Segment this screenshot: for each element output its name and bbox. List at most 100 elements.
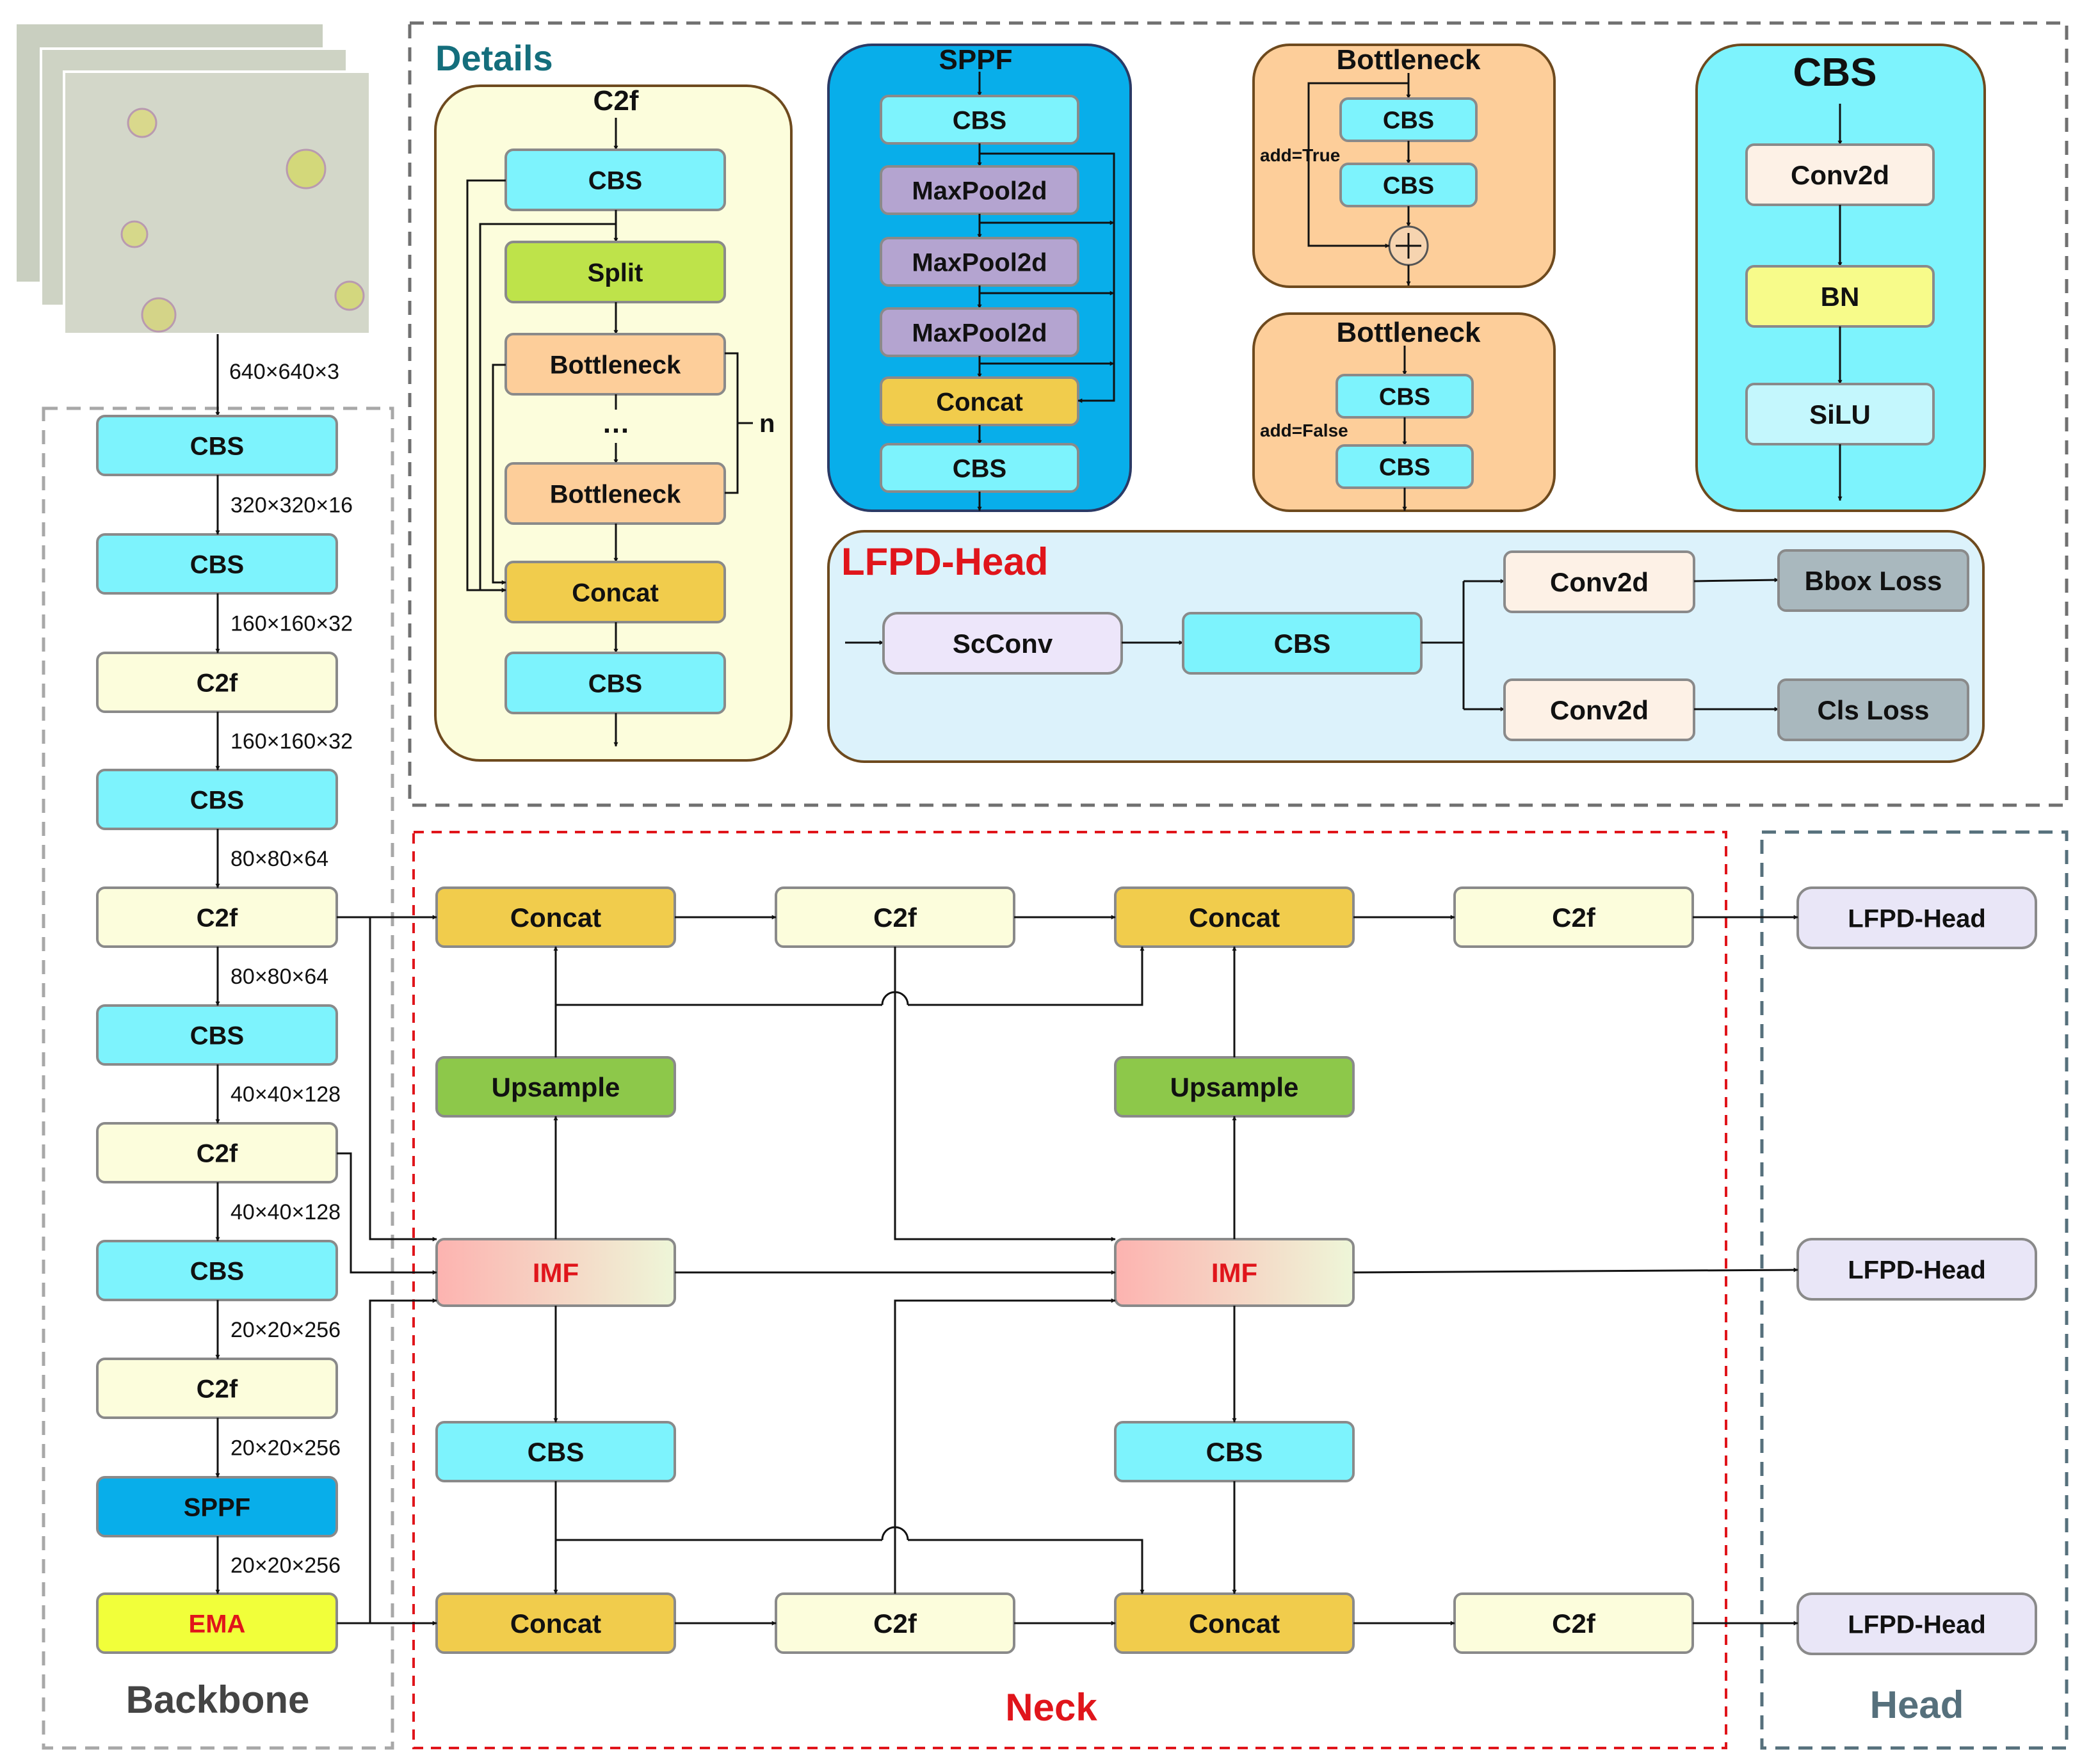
- sppf-detail-maxpool-2: MaxPool2d: [880, 237, 1079, 287]
- neck-c2f-top-2: C2f: [1453, 886, 1694, 948]
- svg-text:Conv2d: Conv2d: [1550, 695, 1649, 725]
- svg-text:CBS: CBS: [953, 454, 1006, 483]
- backbone-block-sppf-9: SPPF: [96, 1476, 338, 1537]
- svg-text:CBS: CBS: [1383, 173, 1434, 200]
- head-lfpd-2: LFPD-Head: [1796, 1592, 2037, 1655]
- c2f-detail-dots: …: [602, 408, 630, 439]
- svg-text:CBS: CBS: [1206, 1437, 1263, 1467]
- svg-text:Upsample: Upsample: [492, 1072, 620, 1102]
- details-label: Details: [435, 38, 553, 78]
- svg-text:ScConv: ScConv: [953, 629, 1053, 659]
- svg-text:Cls Loss: Cls Loss: [1817, 695, 1929, 725]
- bottleneck-false-cbs-2: CBS: [1336, 444, 1474, 489]
- neck-imf-1: IMF: [435, 1238, 676, 1307]
- bottleneck-true-cbs-2: CBS: [1339, 163, 1478, 207]
- bottleneck-false-add: add=False: [1260, 421, 1348, 440]
- bottleneck-true-cbs-1: CBS: [1339, 97, 1478, 142]
- c2f-detail-cbs-2: CBS: [504, 652, 726, 714]
- svg-text:Conv2d: Conv2d: [1550, 567, 1649, 597]
- svg-text:CBS: CBS: [1379, 384, 1430, 411]
- c2f-detail-bottleneck-2: Bottleneck: [504, 462, 726, 525]
- svg-text:Bottleneck: Bottleneck: [550, 480, 681, 508]
- connector: [980, 152, 1115, 403]
- svg-text:IMF: IMF: [533, 1258, 579, 1288]
- svg-text:Concat: Concat: [572, 579, 659, 607]
- cbs-detail-bn: BN: [1745, 265, 1935, 328]
- connector: [492, 364, 506, 585]
- bottleneck-false-cbs-1: CBS: [1336, 374, 1474, 419]
- lfpd-head-cls-loss: Cls Loss: [1777, 678, 1969, 741]
- backbone-block-cbs-1: CBS: [96, 533, 338, 595]
- svg-text:SPPF: SPPF: [184, 1493, 250, 1521]
- backbone-dim-1: 160×160×32: [230, 612, 353, 636]
- c2f-detail-split: Split: [504, 241, 726, 303]
- backbone-block-c2f-8: C2f: [96, 1358, 338, 1419]
- connector: [1307, 82, 1408, 248]
- c2f-detail-concat: Concat: [504, 561, 726, 623]
- svg-text:Concat: Concat: [1189, 1608, 1280, 1639]
- svg-text:Concat: Concat: [1189, 902, 1280, 933]
- sppf-detail-concat: Concat: [880, 376, 1079, 426]
- backbone-dim-2: 160×160×32: [230, 730, 353, 754]
- lfpd-head-cbs: CBS: [1182, 612, 1423, 675]
- neck-cbs-1: CBS: [435, 1421, 676, 1482]
- svg-text:LFPD-Head: LFPD-Head: [1848, 1610, 1986, 1639]
- cbs-detail-conv2d: Conv2d: [1745, 143, 1935, 206]
- connector: [908, 946, 1145, 1006]
- svg-text:LFPD-Head: LFPD-Head: [1848, 1256, 1986, 1284]
- backbone-dim-6: 40×40×128: [230, 1200, 341, 1224]
- backbone-dim-8: 20×20×256: [230, 1436, 341, 1461]
- connector: [1353, 1267, 1798, 1274]
- head-label: Head: [1870, 1683, 1964, 1726]
- lfpd-head-bbox-loss: Bbox Loss: [1777, 549, 1969, 612]
- lfpd-head-detail-title: LFPD-Head: [841, 540, 1048, 583]
- svg-text:C2f: C2f: [197, 1139, 238, 1167]
- backbone-block-c2f-2: C2f: [96, 652, 338, 713]
- backbone-dim-3: 80×80×64: [230, 847, 328, 871]
- head-lfpd-0: LFPD-Head: [1796, 886, 2037, 949]
- backbone-block-cbs-7: CBS: [96, 1240, 338, 1301]
- svg-text:CBS: CBS: [953, 106, 1006, 134]
- connector: [369, 1298, 437, 1623]
- backbone-dim-7: 20×20×256: [230, 1318, 341, 1342]
- neck-upsample-2: Upsample: [1114, 1056, 1355, 1118]
- svg-text:C2f: C2f: [1552, 1608, 1596, 1639]
- neck-cbs-2: CBS: [1114, 1421, 1355, 1482]
- svg-text:SiLU: SiLU: [1809, 399, 1871, 429]
- neck-label: Neck: [1005, 1686, 1097, 1729]
- svg-text:Concat: Concat: [510, 1608, 601, 1639]
- svg-text:EMA: EMA: [189, 1610, 246, 1638]
- neck-imf-2: IMF: [1114, 1238, 1355, 1307]
- svg-text:C2f: C2f: [873, 1608, 917, 1639]
- svg-text:CBS: CBS: [190, 1257, 244, 1285]
- backbone-dim-4: 80×80×64: [230, 965, 328, 989]
- neck-upsample-1: Upsample: [435, 1056, 676, 1118]
- svg-text:Concat: Concat: [936, 388, 1023, 416]
- svg-text:CBS: CBS: [588, 670, 642, 698]
- neck-c2f-bottom-1: C2f: [775, 1592, 1015, 1654]
- connector: [894, 1298, 1116, 1594]
- backbone-block-ema-10: EMA: [96, 1592, 338, 1654]
- input-images: [17, 24, 371, 335]
- neck-concat-bottom-2: Concat: [1114, 1592, 1355, 1654]
- sppf-detail-cbs: CBS: [880, 95, 1079, 145]
- connector: [908, 1539, 1145, 1594]
- svg-text:Bbox Loss: Bbox Loss: [1805, 566, 1942, 596]
- backbone-dim-9: 20×20×256: [230, 1553, 341, 1578]
- svg-text:CBS: CBS: [190, 1022, 244, 1050]
- head-lfpd-1: LFPD-Head: [1796, 1238, 2037, 1301]
- svg-text:C2f: C2f: [1552, 902, 1596, 933]
- bottleneck-true-title: Bottleneck: [1337, 44, 1481, 76]
- svg-text:IMF: IMF: [1211, 1258, 1257, 1288]
- svg-text:CBS: CBS: [528, 1437, 585, 1467]
- svg-text:MaxPool2d: MaxPool2d: [912, 319, 1047, 347]
- svg-text:CBS: CBS: [190, 432, 244, 460]
- sppf-detail-title: SPPF: [939, 44, 1013, 76]
- cbs-detail-silu: SiLU: [1745, 383, 1935, 445]
- neck-concat-top-1: Concat: [435, 886, 676, 948]
- input-dim: 640×640×3: [229, 360, 339, 384]
- neck-frame: [412, 831, 1727, 1749]
- neck-concat-bottom-1: Concat: [435, 1592, 676, 1654]
- backbone-dim-5: 40×40×128: [230, 1082, 341, 1107]
- c2f-detail-cbs: CBS: [504, 148, 726, 211]
